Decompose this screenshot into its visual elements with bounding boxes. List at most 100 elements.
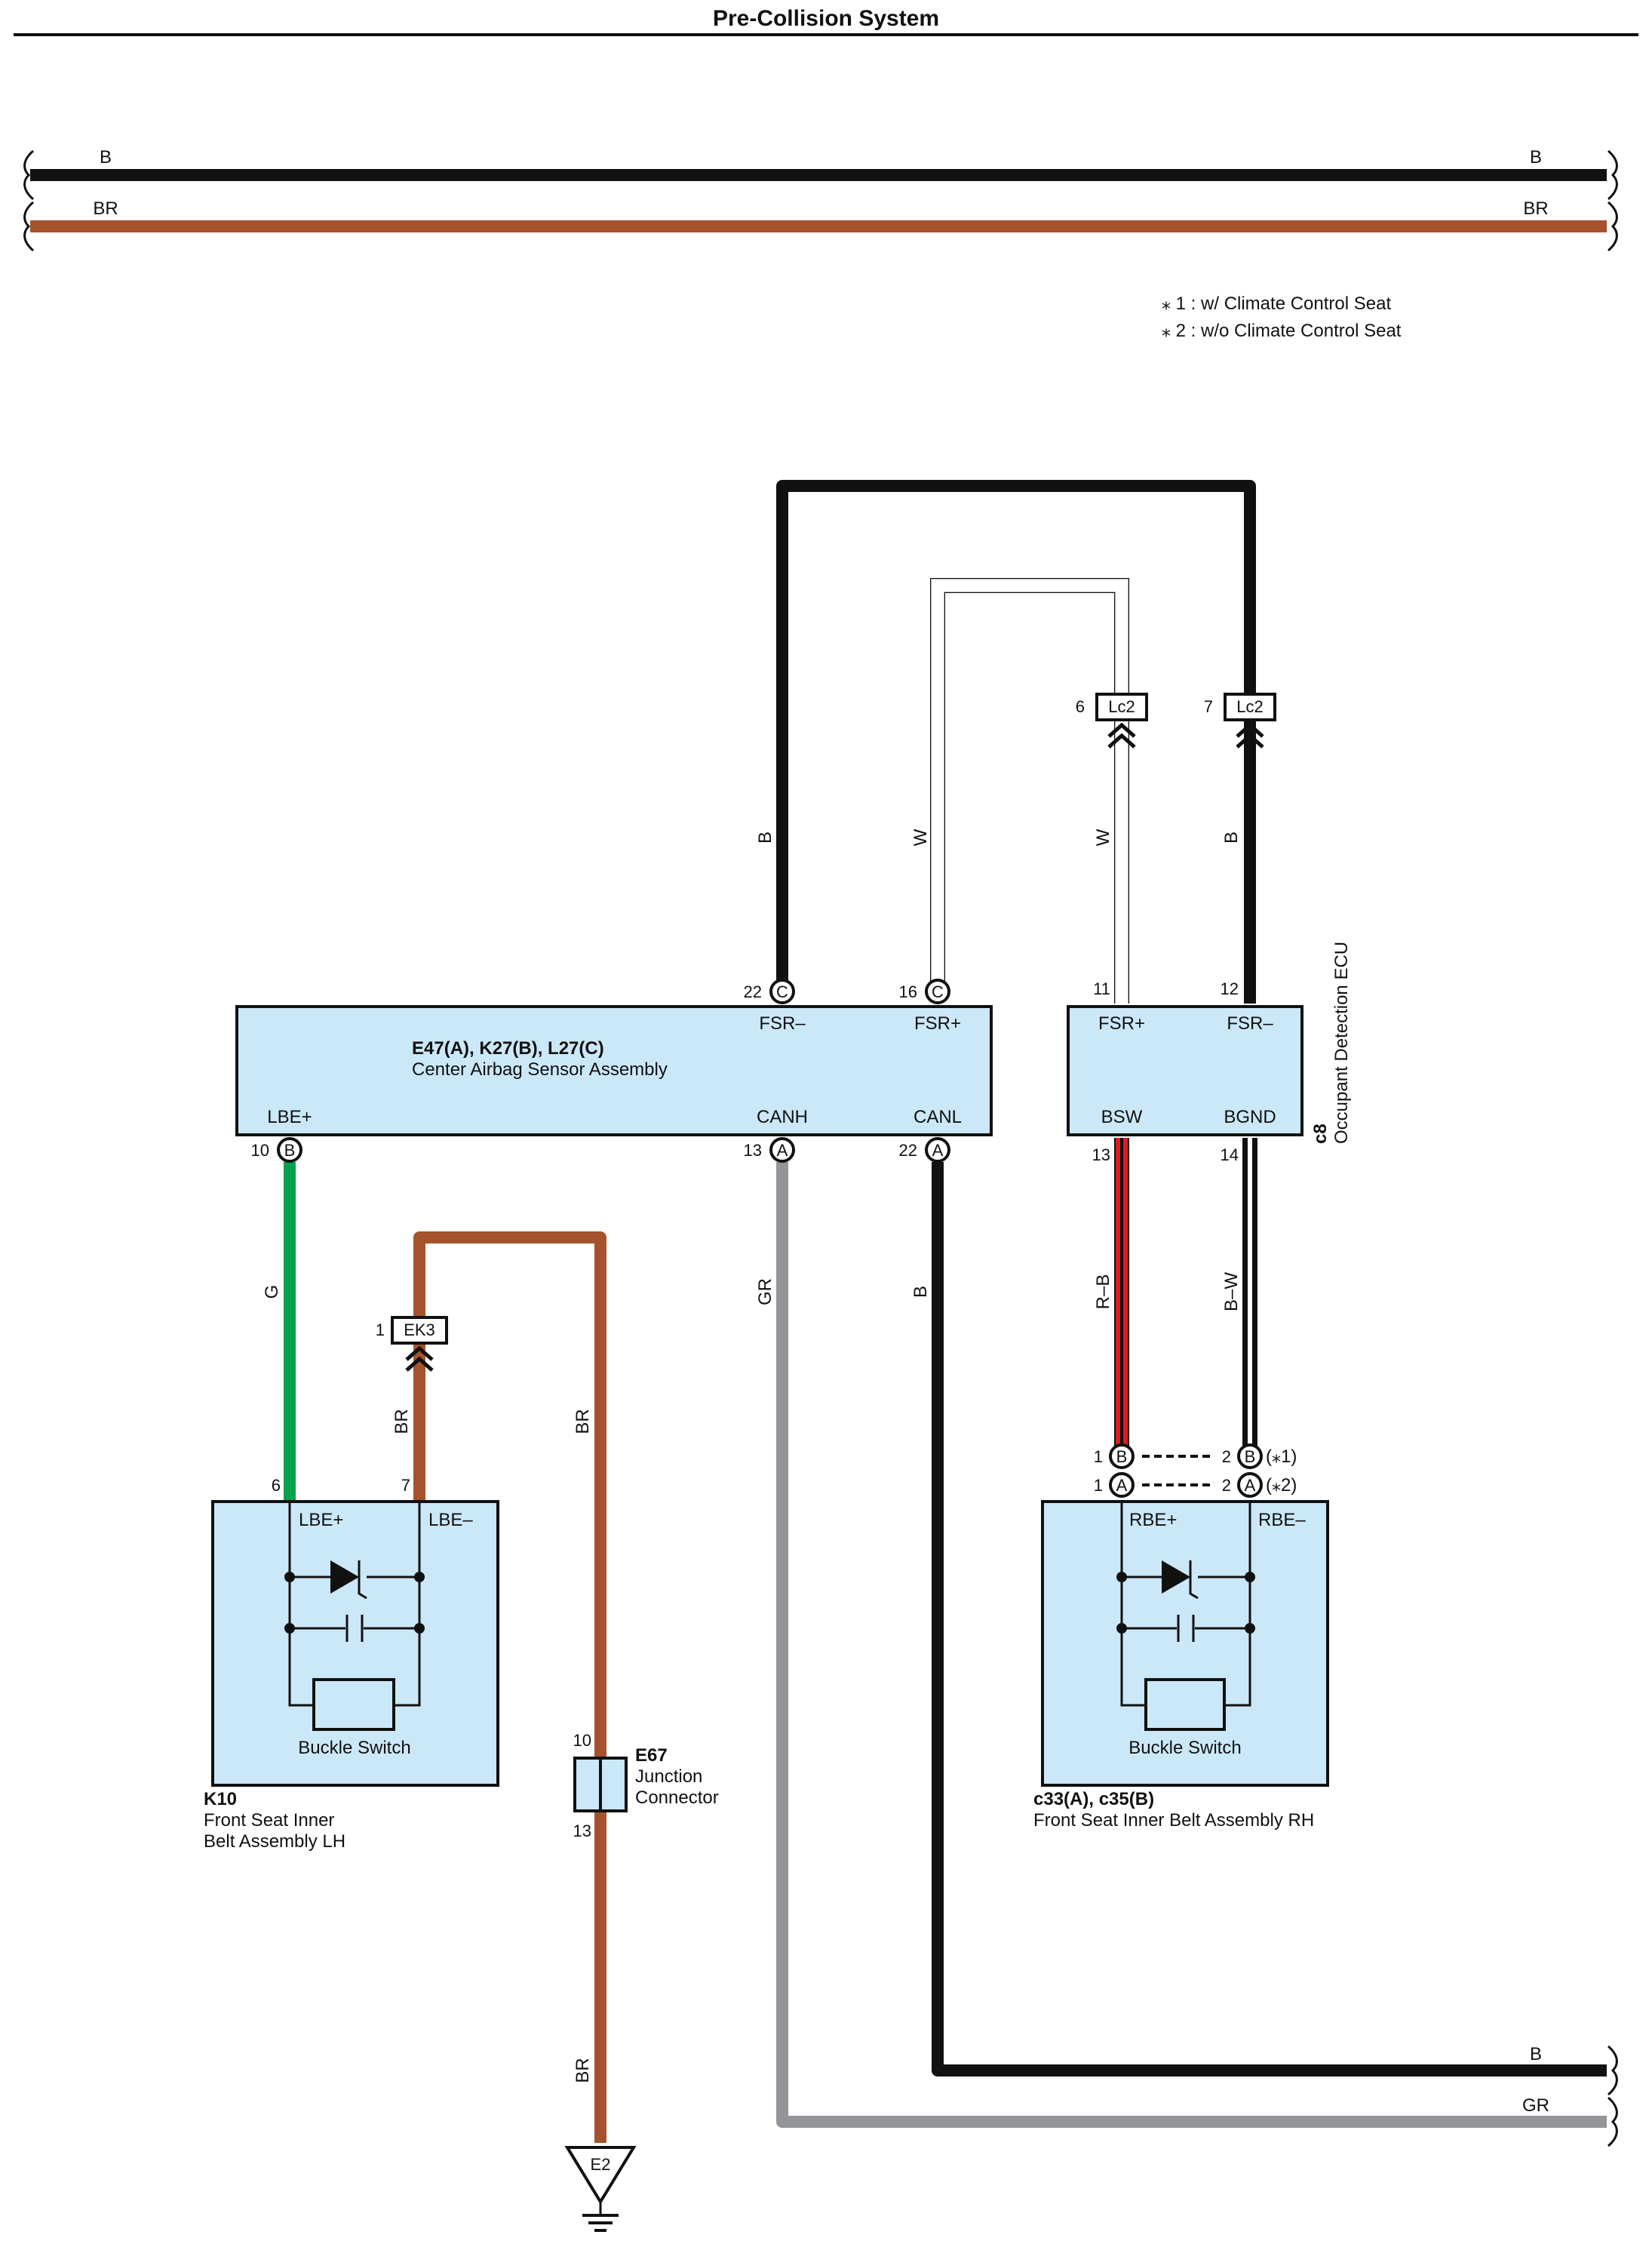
wire-color-label: BR — [573, 1409, 593, 1434]
connector-letter: B — [1116, 1447, 1128, 1466]
connector-box — [1224, 693, 1276, 721]
component-id: c33(A), c35(B) — [1033, 1789, 1154, 1809]
component-box — [1041, 1500, 1329, 1787]
fsr-minus-wire — [776, 480, 1256, 1004]
component-box — [235, 1005, 993, 1136]
connector-box — [1095, 693, 1148, 721]
wire-color-label: G — [262, 1285, 282, 1299]
internal-wiring — [288, 1502, 421, 1707]
center-airbag-sensor: E47(A), K27(B), L27(C) Center Airbag Sen… — [235, 979, 993, 1163]
connector-chevron-icon — [1236, 722, 1264, 749]
connector-letter: B — [1245, 1447, 1256, 1466]
lbe-minus-wire — [413, 1231, 606, 1758]
connector-letter: A — [1116, 1476, 1128, 1495]
buckle-switch-label: Buckle Switch — [1128, 1738, 1241, 1758]
connector-chevron-icon — [405, 1345, 434, 1372]
pin-name: RBE– — [1258, 1510, 1306, 1530]
capacitor-icon — [345, 1615, 364, 1642]
pin-terminal — [925, 1137, 950, 1163]
pin-name: RBE+ — [1129, 1510, 1177, 1530]
connector-box — [391, 1316, 448, 1345]
component-name: Connector — [635, 1788, 719, 1808]
fsr-plus-wire-outline — [930, 578, 1129, 1004]
break-mark — [23, 201, 35, 252]
component-name: Front Seat Inner — [204, 1810, 334, 1831]
connector-label: EK3 — [404, 1320, 435, 1339]
pin-number: 7 — [401, 1476, 410, 1495]
top-bus: B B BR BR — [23, 147, 1618, 252]
wire-color-label: GR — [755, 1278, 775, 1305]
pin-number: 7 — [1204, 697, 1213, 716]
break-mark — [1607, 2096, 1618, 2147]
wire-color-label: B — [910, 1286, 931, 1298]
pin-terminal — [1237, 1443, 1263, 1469]
pin-number: 10 — [251, 1141, 269, 1160]
wire-color-label: W — [1093, 828, 1113, 846]
connector-letter: B — [284, 1141, 296, 1160]
wire-color-label: BR — [93, 198, 118, 219]
junction-dot — [1245, 1572, 1255, 1582]
component-id: c8 — [1310, 1124, 1331, 1144]
buckle-switch-label: Buckle Switch — [298, 1738, 410, 1758]
buckle-switch-icon — [1144, 1678, 1226, 1731]
ground-triangle — [564, 2146, 637, 2205]
pin-terminal — [1237, 1472, 1263, 1498]
pin-name: BSW — [1101, 1107, 1143, 1127]
pin-name: CANL — [914, 1107, 962, 1127]
zener-diode-icon — [1162, 1560, 1190, 1594]
connector-letter: C — [776, 982, 788, 1001]
component-name: Front Seat Inner Belt Assembly RH — [1033, 1810, 1314, 1831]
pin-name: FSR+ — [1098, 1013, 1145, 1034]
page-title: Pre-Collision System — [713, 6, 939, 31]
wire-color-label: B — [755, 832, 775, 844]
pin-name: LBE+ — [299, 1510, 343, 1530]
pin-name: FSR+ — [914, 1013, 961, 1034]
pin-terminal — [769, 1137, 795, 1163]
junction-dot — [284, 1623, 295, 1634]
wire-color-label: BR — [573, 2058, 593, 2083]
wire-color-label: BR — [1523, 198, 1548, 219]
break-mark — [23, 149, 35, 201]
ek3-connector: EK3 1 — [376, 1316, 448, 1372]
pin-name: FSR– — [1227, 1013, 1273, 1034]
component-name: Junction — [635, 1766, 702, 1787]
wire-color-label: R–B — [1093, 1274, 1113, 1310]
pin-terminal — [277, 1137, 302, 1163]
pin-name: FSR– — [759, 1013, 806, 1034]
connector-letter: A — [777, 1141, 788, 1160]
occupant-detection-ecu: FSR+ FSR– BSW BGND 11 12 13 14 c8 Occupa… — [1067, 942, 1352, 1164]
break-mark — [1607, 201, 1618, 252]
pin-number: 12 — [1221, 979, 1239, 998]
wire-color-label: B — [1530, 2044, 1542, 2064]
rh-belt-assembly: B 1 B 2 (⁎1) A 1 A 2 (⁎2) RBE+ RBE– Buck… — [1033, 1443, 1329, 1831]
connector-letter: A — [932, 1141, 944, 1160]
break-mark — [1607, 2045, 1618, 2096]
component-name: Center Airbag Sensor Assembly — [412, 1059, 668, 1080]
ground-e2: E2 — [564, 2146, 637, 2232]
pin-name: BGND — [1224, 1107, 1276, 1127]
pin-number: 6 — [1076, 697, 1085, 716]
wire-color-label: GR — [1522, 2095, 1549, 2116]
variant-note: (⁎1) — [1266, 1446, 1297, 1467]
pin-number: 1 — [1094, 1476, 1103, 1495]
component-id: E47(A), K27(B), L27(C) — [412, 1038, 604, 1059]
junction-dot — [1116, 1623, 1127, 1634]
pin-number: 1 — [376, 1320, 385, 1339]
pin-terminal — [1109, 1472, 1135, 1498]
pin-name: LBE+ — [267, 1107, 312, 1127]
k10-belt-assembly-lh: LBE+ LBE– 6 7 Buckle Switch K10 Front Se… — [204, 1476, 499, 1852]
pin-terminal — [1109, 1443, 1135, 1469]
component-name: Belt Assembly LH — [204, 1831, 345, 1852]
junction-dot — [414, 1623, 425, 1634]
wire-color-label: B — [1221, 832, 1242, 844]
buckle-switch-icon — [312, 1678, 395, 1731]
wire-color-label: B–W — [1221, 1272, 1242, 1311]
note-2: ⁎ 2 : w/o Climate Control Seat — [1162, 321, 1402, 341]
component-box — [211, 1500, 499, 1787]
pin-number: 11 — [1093, 979, 1110, 998]
connector-letter: A — [1245, 1476, 1256, 1495]
pin-number: 13 — [573, 1821, 591, 1840]
junction-dot — [414, 1572, 425, 1582]
pin-number: 6 — [272, 1476, 281, 1495]
